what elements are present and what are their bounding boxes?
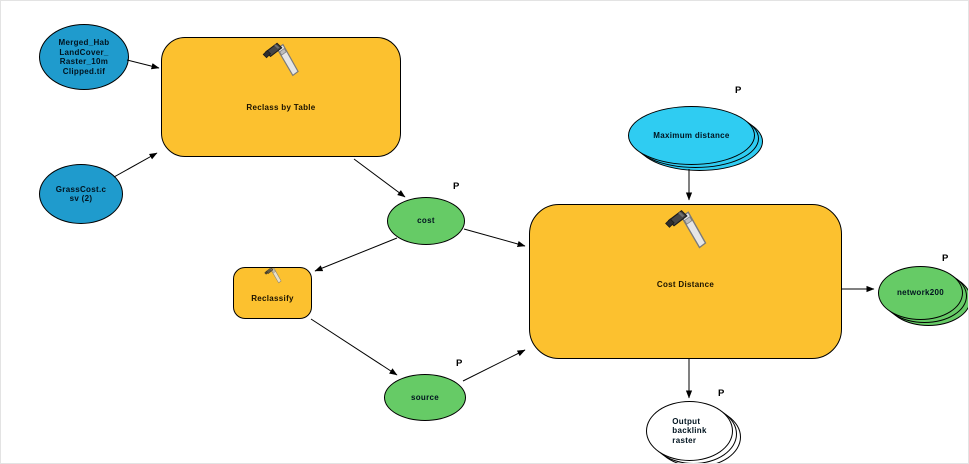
edge-cost-to-cost_distance — [463, 228, 526, 247]
node-label: Reclass by Table — [246, 103, 316, 113]
node-label: GrassCost.c sv (2) — [55, 184, 107, 204]
edge-cost-to-reclassify — [314, 237, 398, 272]
hammer-tool-icon — [262, 42, 299, 77]
node-label: network200 — [896, 288, 945, 298]
edge-source-to-cost_distance — [462, 349, 526, 382]
edge-merged_raster-to-reclass_by_table — [126, 59, 160, 70]
node-reclass-by-table-tool[interactable]: Reclass by Table — [161, 37, 401, 157]
node-cost-distance-tool[interactable]: Cost Distance — [529, 204, 842, 359]
node-label: Merged_Hab LandCover_ Raster_10m Clipped… — [58, 38, 110, 76]
parameter-badge-source: P — [456, 358, 463, 369]
stacked-ellipse-front[interactable]: Maximum distance — [628, 106, 755, 165]
node-grasscost-input[interactable]: GrassCost.c sv (2) — [39, 164, 123, 224]
parameter-badge-output-backlink: P — [718, 388, 725, 399]
edge-reclassify-to-source — [310, 318, 398, 376]
node-cost-derived[interactable]: cost — [387, 197, 465, 245]
hammer-tool-icon — [263, 267, 281, 284]
stacked-ellipse-front[interactable]: Output backlink raster — [646, 401, 733, 461]
node-label: Output backlink raster — [672, 416, 707, 445]
node-maximum-distance-parameter[interactable]: Maximum distance — [628, 106, 763, 171]
node-label: Cost Distance — [656, 279, 715, 289]
node-network200-output[interactable]: network200 — [878, 266, 968, 326]
parameter-badge-maximum-distance: P — [735, 85, 742, 96]
node-merged-raster-input[interactable]: Merged_Hab LandCover_ Raster_10m Clipped… — [39, 24, 129, 90]
node-source-derived[interactable]: source — [384, 374, 466, 421]
edge-reclass_by_table-to-cost — [353, 158, 406, 198]
hammer-tool-icon — [664, 210, 706, 249]
node-label: Reclassify — [251, 294, 294, 304]
parameter-badge-cost: P — [453, 181, 460, 192]
node-label: Maximum distance — [653, 130, 730, 140]
edge-grasscost-to-reclass_by_table — [113, 152, 158, 178]
parameter-badge-network200: P — [942, 253, 949, 264]
stacked-ellipse-front[interactable]: network200 — [878, 266, 963, 320]
node-label: cost — [417, 216, 435, 226]
node-label: source — [410, 392, 440, 402]
node-output-backlink-raster[interactable]: Output backlink raster — [646, 401, 741, 463]
node-reclassify-tool[interactable]: Reclassify — [233, 267, 312, 319]
